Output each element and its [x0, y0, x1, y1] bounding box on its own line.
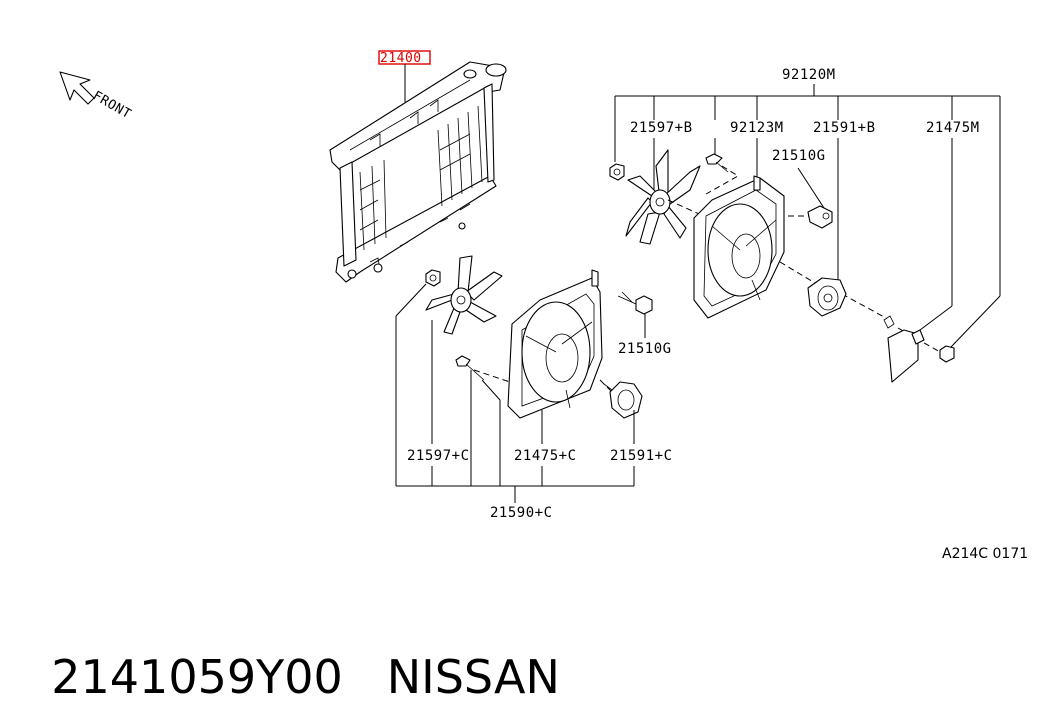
- front-arrow-icon: [59, 71, 95, 105]
- callout-radiator[interactable]: 21400: [380, 51, 422, 66]
- callout-bolt-b[interactable]: 21510G: [772, 148, 826, 164]
- callout-kit-c[interactable]: 21590+C: [490, 505, 553, 521]
- connector-b[interactable]: [883, 315, 925, 383]
- fan-c[interactable]: [425, 255, 503, 335]
- nut-b-right[interactable]: [939, 345, 955, 363]
- bolt-b[interactable]: [807, 205, 833, 229]
- nut-b[interactable]: [609, 163, 625, 181]
- shroud-b[interactable]: [693, 175, 785, 319]
- callout-bolt-c[interactable]: 21510G: [618, 341, 672, 357]
- callout-motor-c[interactable]: 21591+C: [610, 448, 673, 464]
- diagram-code: A214C 0171: [942, 546, 1028, 562]
- bolt-c-lower[interactable]: [455, 355, 485, 381]
- fan-b[interactable]: [625, 149, 701, 245]
- callout-motor-b[interactable]: 21591+B: [813, 120, 876, 136]
- motor-b[interactable]: [807, 277, 847, 317]
- nut-c[interactable]: [425, 269, 441, 287]
- front-label: FRONT: [90, 88, 134, 122]
- callout-shroud-b[interactable]: 21475M: [926, 120, 980, 136]
- callout-shroud-sub-b[interactable]: 92123M: [730, 120, 784, 136]
- bolt-b-small[interactable]: [705, 153, 729, 173]
- callout-fan-c[interactable]: 21597+C: [407, 448, 470, 464]
- shroud-c[interactable]: [507, 269, 603, 419]
- callout-fan-b[interactable]: 21597+B: [630, 120, 693, 136]
- brand-name: NISSAN: [386, 650, 560, 704]
- part-number[interactable]: 2141059Y00: [51, 650, 343, 704]
- radiator[interactable]: [329, 61, 507, 283]
- parts-diagram: FRONT 21400 92120M 21597+: [59, 50, 1028, 562]
- part-footer: 2141059Y00 NISSAN: [22, 596, 560, 704]
- callout-kit-b[interactable]: 92120M: [782, 67, 836, 83]
- callout-shroud-c[interactable]: 21475+C: [514, 448, 577, 464]
- bolt-c[interactable]: [617, 291, 653, 315]
- motor-c[interactable]: [603, 381, 643, 419]
